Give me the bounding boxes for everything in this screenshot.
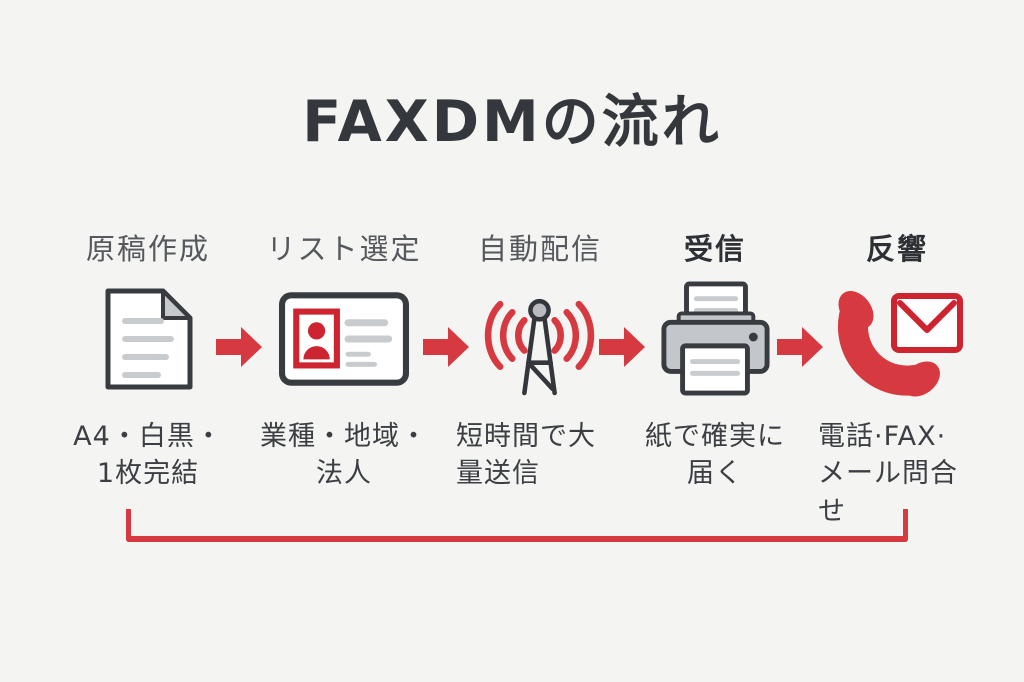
page-title: FAXDMの流れ (302, 89, 722, 155)
phone-mail-icon (837, 290, 963, 397)
step-heading: 受信 (683, 232, 746, 266)
fax-printer-icon (660, 281, 770, 396)
id-card-icon (279, 292, 409, 386)
step-caption: 紙で確実に 届く (645, 421, 785, 490)
step-column-list: リスト選定 業種・地域・ 法人 (254, 228, 434, 493)
step-heading: リスト選定 (266, 232, 422, 266)
step-column-manuscript: 原稿作成 A4・白黒・ 1枚完結 (58, 228, 238, 493)
step-column-broadcast: 自動配信 短時間で大 (450, 228, 630, 493)
step-column-response: 反響 電話·FAX· メール問合せ (812, 228, 982, 530)
step-heading: 自動配信 (477, 232, 602, 266)
broadcast-antenna-icon (484, 298, 595, 395)
flow-span-bracket (126, 509, 908, 542)
step-heading: 反響 (865, 232, 928, 266)
step-caption: 短時間で大 量送信 (456, 421, 596, 490)
document-icon (105, 288, 193, 390)
step-caption: 電話·FAX· メール問合せ (818, 421, 958, 527)
flow-arrow-icon (216, 327, 262, 367)
step-caption: 業種・地域・ 法人 (260, 421, 428, 490)
flow-arrow-icon (777, 327, 823, 367)
step-caption: A4・白黒・ 1枚完結 (73, 421, 223, 490)
flow-arrow-icon (599, 327, 645, 367)
flow-arrow-icon (423, 327, 469, 367)
step-heading: 原稿作成 (85, 232, 210, 266)
step-column-receive: 受信 紙で確実に 届く (625, 228, 805, 493)
